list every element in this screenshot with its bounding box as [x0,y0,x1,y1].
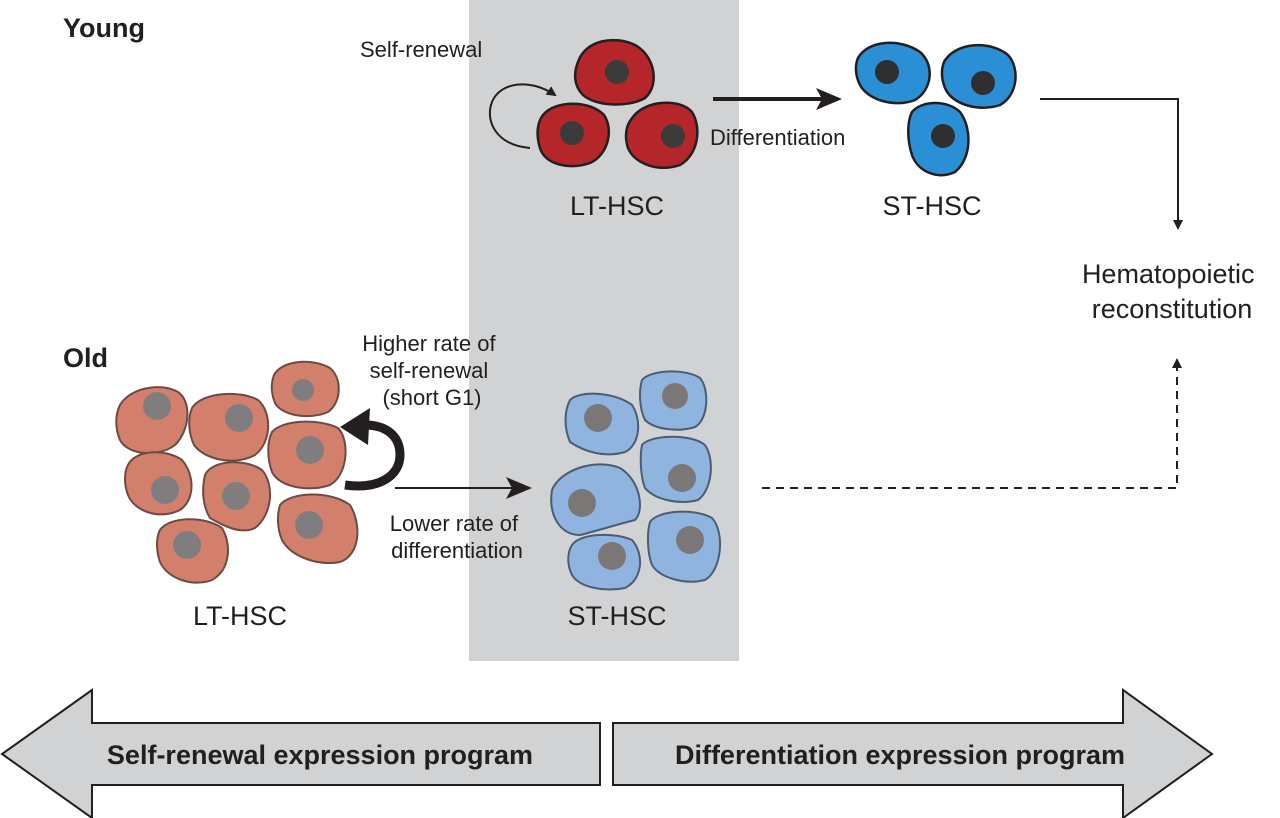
differentiation-program-arrow [612,688,1214,818]
cell-icon [124,451,193,516]
cell-icon [115,386,189,455]
young-lt-hsc-label: LT-HSC [570,191,664,221]
old-differentiation-line-1: Lower rate of [390,511,519,536]
old-lt-hsc-cluster [115,360,359,584]
old-differentiation-line-2: differentiation [391,538,523,563]
cell-icon [156,518,229,584]
cell-icon [267,420,347,490]
self-renewal-program-label: Self-renewal expression program [107,740,533,770]
young-lt-hsc-cluster [536,38,699,169]
old-self-renewal-line-2: self-renewal [370,358,489,383]
young-st-hsc-label: ST-HSC [882,191,981,221]
cell-icon [567,533,641,591]
old-self-renewal-line-1: Higher rate of [362,331,496,356]
cell-icon [276,493,359,564]
cell-icon [188,392,270,462]
cell-icon [639,370,708,431]
old-st-hsc-label: ST-HSC [567,601,666,631]
cell-icon [854,41,931,105]
higher-self-renewal-arrowhead-icon [340,408,370,445]
cell-icon [573,38,655,106]
old-st-hsc-cluster [550,370,722,591]
higher-self-renewal-arrow-icon [344,420,405,491]
old-title: Old [63,343,108,373]
young-st-hsc-cluster [854,41,1017,177]
cell-icon [907,101,970,177]
self-renewal-arrow-icon [488,83,557,149]
young-self-renewal-label: Self-renewal [360,37,482,62]
cell-icon [646,510,722,583]
cell-icon [202,461,272,532]
cell-icon [536,102,610,168]
differentiation-program-label: Differentiation expression program [675,740,1125,770]
old-differentiation-label: Lower rate of differentiation [390,511,525,563]
old-self-renewal-label: Higher rate of self-renewal (short G1) [362,331,501,410]
outcome-line-2: reconstitution [1092,294,1253,324]
cell-icon [550,463,641,537]
young-title: Young [63,13,145,43]
cell-icon [639,435,712,503]
cell-icon [564,392,640,456]
reconstitution-arrow-icon [1040,98,1183,230]
old-self-renewal-line-3: (short G1) [382,385,481,410]
cell-icon [270,360,340,418]
outcome-label: Hematopoietic reconstitution [1082,259,1262,324]
old-lt-hsc-label: LT-HSC [193,601,287,631]
reduced-reconstitution-arrow-icon [762,358,1182,489]
self-renewal-program-arrow [0,688,601,818]
cell-icon [940,43,1017,109]
outcome-line-1: Hematopoietic [1082,259,1255,289]
cell-icon [624,101,699,169]
young-differentiation-label: Differentiation [710,125,845,150]
